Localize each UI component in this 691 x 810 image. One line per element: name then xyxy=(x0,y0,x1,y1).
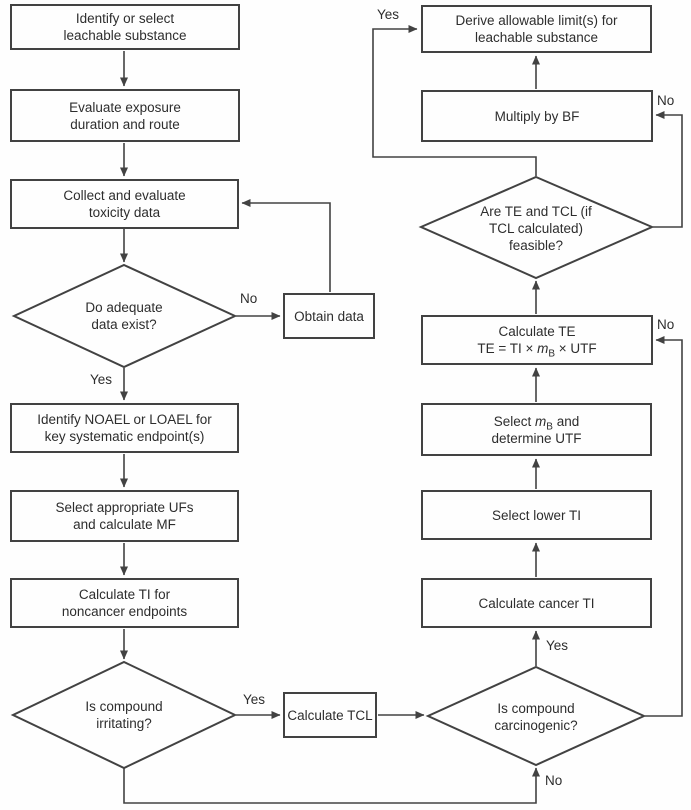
edge-label-irritating-yes: Yes xyxy=(243,692,266,707)
edge-label-adequate-yes: Yes xyxy=(90,372,113,387)
edge-obtain-to-collect xyxy=(241,199,331,292)
edge-label-te-no: No xyxy=(657,317,675,332)
node-label: toxicity data xyxy=(88,205,161,220)
decision-adequate-data-label: Do adequate data exist? xyxy=(54,299,194,333)
node-select-ufs: Select appropriate UFs and calculate MF xyxy=(10,490,239,542)
node-label: Evaluate exposure xyxy=(69,99,181,115)
node-select-mb: Select mB and determine UTF xyxy=(421,403,652,456)
node-label: Calculate TI for xyxy=(78,587,171,602)
label-subscript-b: B xyxy=(546,421,553,433)
node-calculate-ti: Calculate TI for noncancer endpoints xyxy=(10,578,239,628)
node-label: Calculate TE xyxy=(498,324,576,339)
node-derive-limits: Derive allowable limit(s) for leachable … xyxy=(421,5,652,53)
node-label: Is compound xyxy=(85,699,163,714)
edge-carcinogenic-no-to-calc-te xyxy=(645,336,683,717)
node-label: TCL calculated) xyxy=(488,221,584,236)
decision-carcinogenic-label: Is compound carcinogenic? xyxy=(451,700,621,734)
node-label: determine UTF xyxy=(491,430,582,446)
node-label: Calculate TCL xyxy=(287,707,373,723)
decision-carcinogenic xyxy=(425,665,647,767)
node-formula: TE = TI × mB × UTF xyxy=(477,340,597,360)
decision-feasible-label: Are TE and TCL (if TCL calculated) feasi… xyxy=(451,203,621,254)
node-label: Identify or select xyxy=(75,11,175,26)
formula-subscript-b: B xyxy=(548,348,556,360)
node-label: Calculate cancer TI xyxy=(478,595,595,611)
node-label: and calculate MF xyxy=(73,517,176,532)
node-label: Derive allowable limit(s) for xyxy=(455,13,618,28)
node-label: Select mB and xyxy=(493,413,580,433)
decision-feasible xyxy=(418,175,655,280)
edge-label-bottom-no: No xyxy=(545,773,563,788)
edge-label-carcinogenic-yes: Yes xyxy=(546,638,569,653)
node-calculate-tcl: Calculate TCL xyxy=(283,692,377,738)
node-collect-toxicity-data: Collect and evaluate toxicity data xyxy=(10,179,239,229)
node-label: data exist? xyxy=(91,317,157,332)
node-label: Collect and evaluate xyxy=(63,188,186,203)
node-label: leachable substance xyxy=(63,28,187,43)
edge-label-bf-no: No xyxy=(657,93,675,108)
node-label: feasible? xyxy=(508,238,564,253)
node-label: Do adequate xyxy=(85,300,163,315)
node-obtain-data: Obtain data xyxy=(283,293,375,339)
node-label: Obtain data xyxy=(294,308,364,324)
node-select-lower-ti: Select lower TI xyxy=(421,490,652,540)
node-label: irritating? xyxy=(96,716,152,731)
node-label: carcinogenic? xyxy=(494,718,578,733)
formula-suffix: × UTF xyxy=(555,341,597,356)
node-label: Select lower TI xyxy=(491,507,582,523)
node-label: Multiply by BF xyxy=(494,108,580,124)
edge-feasible-no-to-multiply xyxy=(653,111,683,228)
node-label: Is compound xyxy=(497,701,575,716)
label-m-italic: m xyxy=(535,413,547,429)
node-evaluate-exposure: Evaluate exposure duration and route xyxy=(10,89,240,142)
decision-adequate-data xyxy=(11,263,238,369)
node-label: Are TE and TCL (if xyxy=(480,204,592,219)
node-label: duration and route xyxy=(70,116,180,132)
node-label: Select appropriate UFs xyxy=(55,500,194,515)
label-prefix: Select xyxy=(493,413,536,429)
decision-irritating-label: Is compound irritating? xyxy=(54,698,194,732)
node-calculate-cancer-ti: Calculate cancer TI xyxy=(421,578,652,628)
node-identify-noael: Identify NOAEL or LOAEL for key systemat… xyxy=(10,403,239,453)
node-label: Identify NOAEL or LOAEL for xyxy=(37,412,212,427)
formula-m-italic: m xyxy=(537,341,549,356)
node-calculate-te: Calculate TE TE = TI × mB × UTF xyxy=(421,315,653,365)
edge-feasible-yes-to-derive xyxy=(372,25,537,176)
node-label: key systematic endpoint(s) xyxy=(44,429,205,444)
edge-label-feasible-yes: Yes xyxy=(377,7,400,22)
node-label: leachable substance xyxy=(474,30,599,45)
node-label: noncancer endpoints xyxy=(61,604,188,619)
label-suffix: and xyxy=(552,413,580,429)
edge-label-adequate-no: No xyxy=(240,291,258,306)
decision-irritating xyxy=(10,660,238,770)
node-multiply-bf: Multiply by BF xyxy=(421,90,653,142)
edge-irritating-no-bottom-loop xyxy=(123,767,540,804)
formula-prefix: TE = TI × xyxy=(477,341,538,356)
node-identify-substance: Identify or select leachable substance xyxy=(10,4,240,50)
